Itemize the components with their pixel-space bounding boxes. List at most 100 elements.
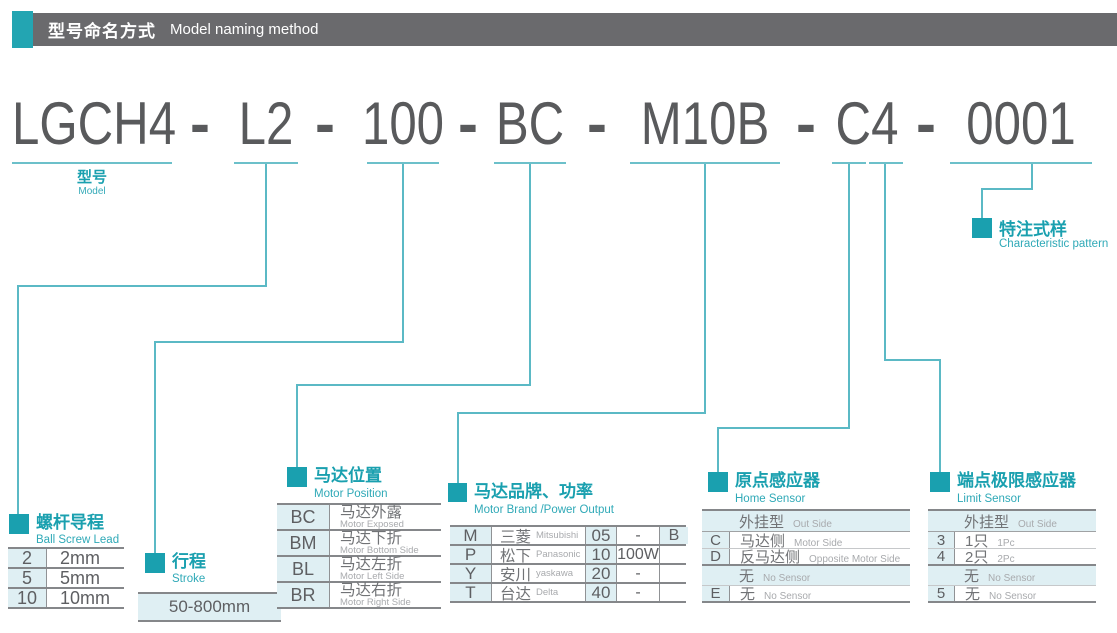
header-title-zh: 型号命名方式 (48, 22, 156, 41)
sensor-desc: 无 No Sensor (955, 583, 1036, 604)
motor-position-title-en: Motor Position (314, 488, 388, 500)
sensor-desc-zh: 2只 (965, 549, 989, 566)
model-segment-motor-position: BC (495, 90, 565, 157)
suffix-code (660, 546, 688, 563)
lead-value: 5mm (60, 567, 100, 588)
table-row: BM 马达下折 Motor Bottom Side (277, 531, 441, 557)
sensor-desc-en: No Sensor (988, 573, 1036, 584)
model-label: 型号 Model (77, 169, 107, 198)
limit-sensor-title-en: Limit Sensor (957, 493, 1021, 505)
sensor-desc-en: 2Pc (997, 554, 1015, 565)
power-value: - (617, 527, 660, 544)
ball-screw-title-zh: 螺杆导程 (36, 513, 104, 532)
motor-brand-accent-square (448, 483, 467, 502)
suffix-code: B (660, 527, 688, 544)
sensor-code: D (702, 548, 730, 565)
position-desc: 马达下折 Motor Bottom Side (330, 530, 419, 556)
model-segment-series: LGCH4 (12, 90, 177, 157)
model-separator: - (916, 90, 936, 157)
sensor-desc-en: Out Side (1018, 518, 1057, 530)
sensor-code (702, 566, 729, 585)
sensor-desc-zh: 1只 (965, 532, 989, 550)
model-segment-lead: L2 (238, 90, 294, 157)
sensor-code (928, 511, 954, 531)
brand-name: 安川 yaskawa (492, 565, 586, 584)
table-row: D 反马达侧 Opposite Motor Side (702, 548, 910, 566)
table-row: 10 10mm (8, 588, 124, 609)
brand-code: P (450, 545, 492, 564)
brand-name-zh: 松下 (500, 547, 532, 565)
sensor-desc: 无 No Sensor (730, 583, 811, 604)
sensor-desc: 外挂型 Out Side (954, 511, 1057, 532)
characteristic-accent-square (972, 218, 992, 238)
sensor-desc-zh: 外挂型 (739, 513, 785, 531)
table-row: 外挂型 Out Side (702, 511, 910, 532)
model-segment-serial: 0001 (966, 90, 1076, 157)
sensor-desc: 外挂型 Out Side (729, 511, 832, 532)
brand-name-zh: 安川 (500, 566, 532, 584)
sensor-desc-zh: 无 (739, 568, 755, 585)
sensor-desc-en: Out Side (793, 518, 832, 530)
brand-code: Y (450, 564, 492, 583)
position-desc-zh: 马达左折 (340, 556, 403, 573)
model-segment-motor-brand: M10B (640, 90, 770, 157)
position-desc-en: Motor Right Side (340, 597, 411, 608)
brand-name-en: Delta (536, 587, 559, 598)
table-row: P 松下 Panasonic 10 100W (450, 545, 688, 565)
ball-screw-table: 2 2mm 5 5mm 10 10mm (8, 547, 124, 609)
stroke-title-zh: 行程 (172, 552, 206, 571)
suffix-code (660, 565, 688, 582)
limit-sensor-accent-square (930, 472, 950, 492)
motor-position-table: BC 马达外露 Motor Exposed BM 马达下折 Motor Bott… (277, 503, 441, 609)
brand-name-en: yaskawa (536, 568, 573, 579)
position-desc-en: Motor Left Side (340, 571, 405, 582)
sensor-code: 3 (928, 532, 955, 549)
characteristic-label-zh: 特注式样 (999, 220, 1067, 239)
sensor-desc-zh: 马达侧 (740, 532, 786, 550)
position-code: BL (277, 557, 330, 581)
position-desc-zh: 马达右折 (340, 582, 403, 599)
ball-screw-accent-square (9, 514, 29, 534)
sensor-desc-en: Motor Side (794, 537, 843, 549)
power-value: - (617, 565, 660, 582)
stroke-title-en: Stroke (172, 573, 206, 585)
table-row: 外挂型 Out Side (928, 511, 1096, 532)
sensor-desc-zh: 外挂型 (964, 513, 1010, 531)
table-row: 5 无 No Sensor (928, 583, 1096, 604)
sensor-desc-zh: 无 (740, 586, 756, 603)
position-code: BR (277, 583, 330, 607)
model-label-zh: 型号 (76, 169, 108, 186)
sensor-desc: 无 No Sensor (729, 565, 810, 586)
table-row: 4 2只 2Pc (928, 548, 1096, 566)
brand-name: 台达 Delta (492, 584, 586, 603)
position-desc-zh: 马达下折 (340, 530, 403, 547)
position-desc: 马达外露 Motor Exposed (330, 505, 404, 530)
power-value: 100W (617, 545, 660, 563)
model-separator: - (587, 90, 607, 157)
characteristic-label-en: Characteristic pattern (999, 238, 1109, 250)
sensor-desc-en: Opposite Motor Side (809, 554, 901, 565)
home-sensor-table: 外挂型 Out Side C 马达侧 Motor Side D 反马达侧 Opp… (702, 509, 910, 603)
table-row: C 马达侧 Motor Side (702, 532, 910, 550)
sensor-desc-en: No Sensor (763, 573, 811, 584)
model-separator: - (796, 90, 816, 157)
position-code: BC (277, 505, 330, 529)
home-sensor-title-zh: 原点感应器 (735, 471, 820, 490)
motor-brand-title-en: Motor Brand /Power Output (474, 504, 614, 516)
model-separator: - (458, 90, 478, 157)
lead-value: 2mm (60, 547, 100, 568)
sensor-code: 5 (928, 585, 955, 602)
header-title-en: Model naming method (170, 21, 319, 38)
header-accent-square (12, 11, 33, 48)
position-desc: 马达左折 Motor Left Side (330, 556, 405, 582)
sensor-code (928, 566, 954, 585)
sensor-desc-en: No Sensor (989, 591, 1037, 602)
table-row: BL 马达左折 Motor Left Side (277, 557, 441, 583)
brand-name: 三菱 Mitsubishi (492, 527, 586, 546)
motor-position-accent-square (287, 467, 307, 487)
sensor-desc: 无 No Sensor (954, 565, 1035, 586)
sensor-code: E (702, 585, 730, 602)
sensor-desc-en: No Sensor (764, 591, 812, 602)
power-value: - (617, 584, 660, 601)
